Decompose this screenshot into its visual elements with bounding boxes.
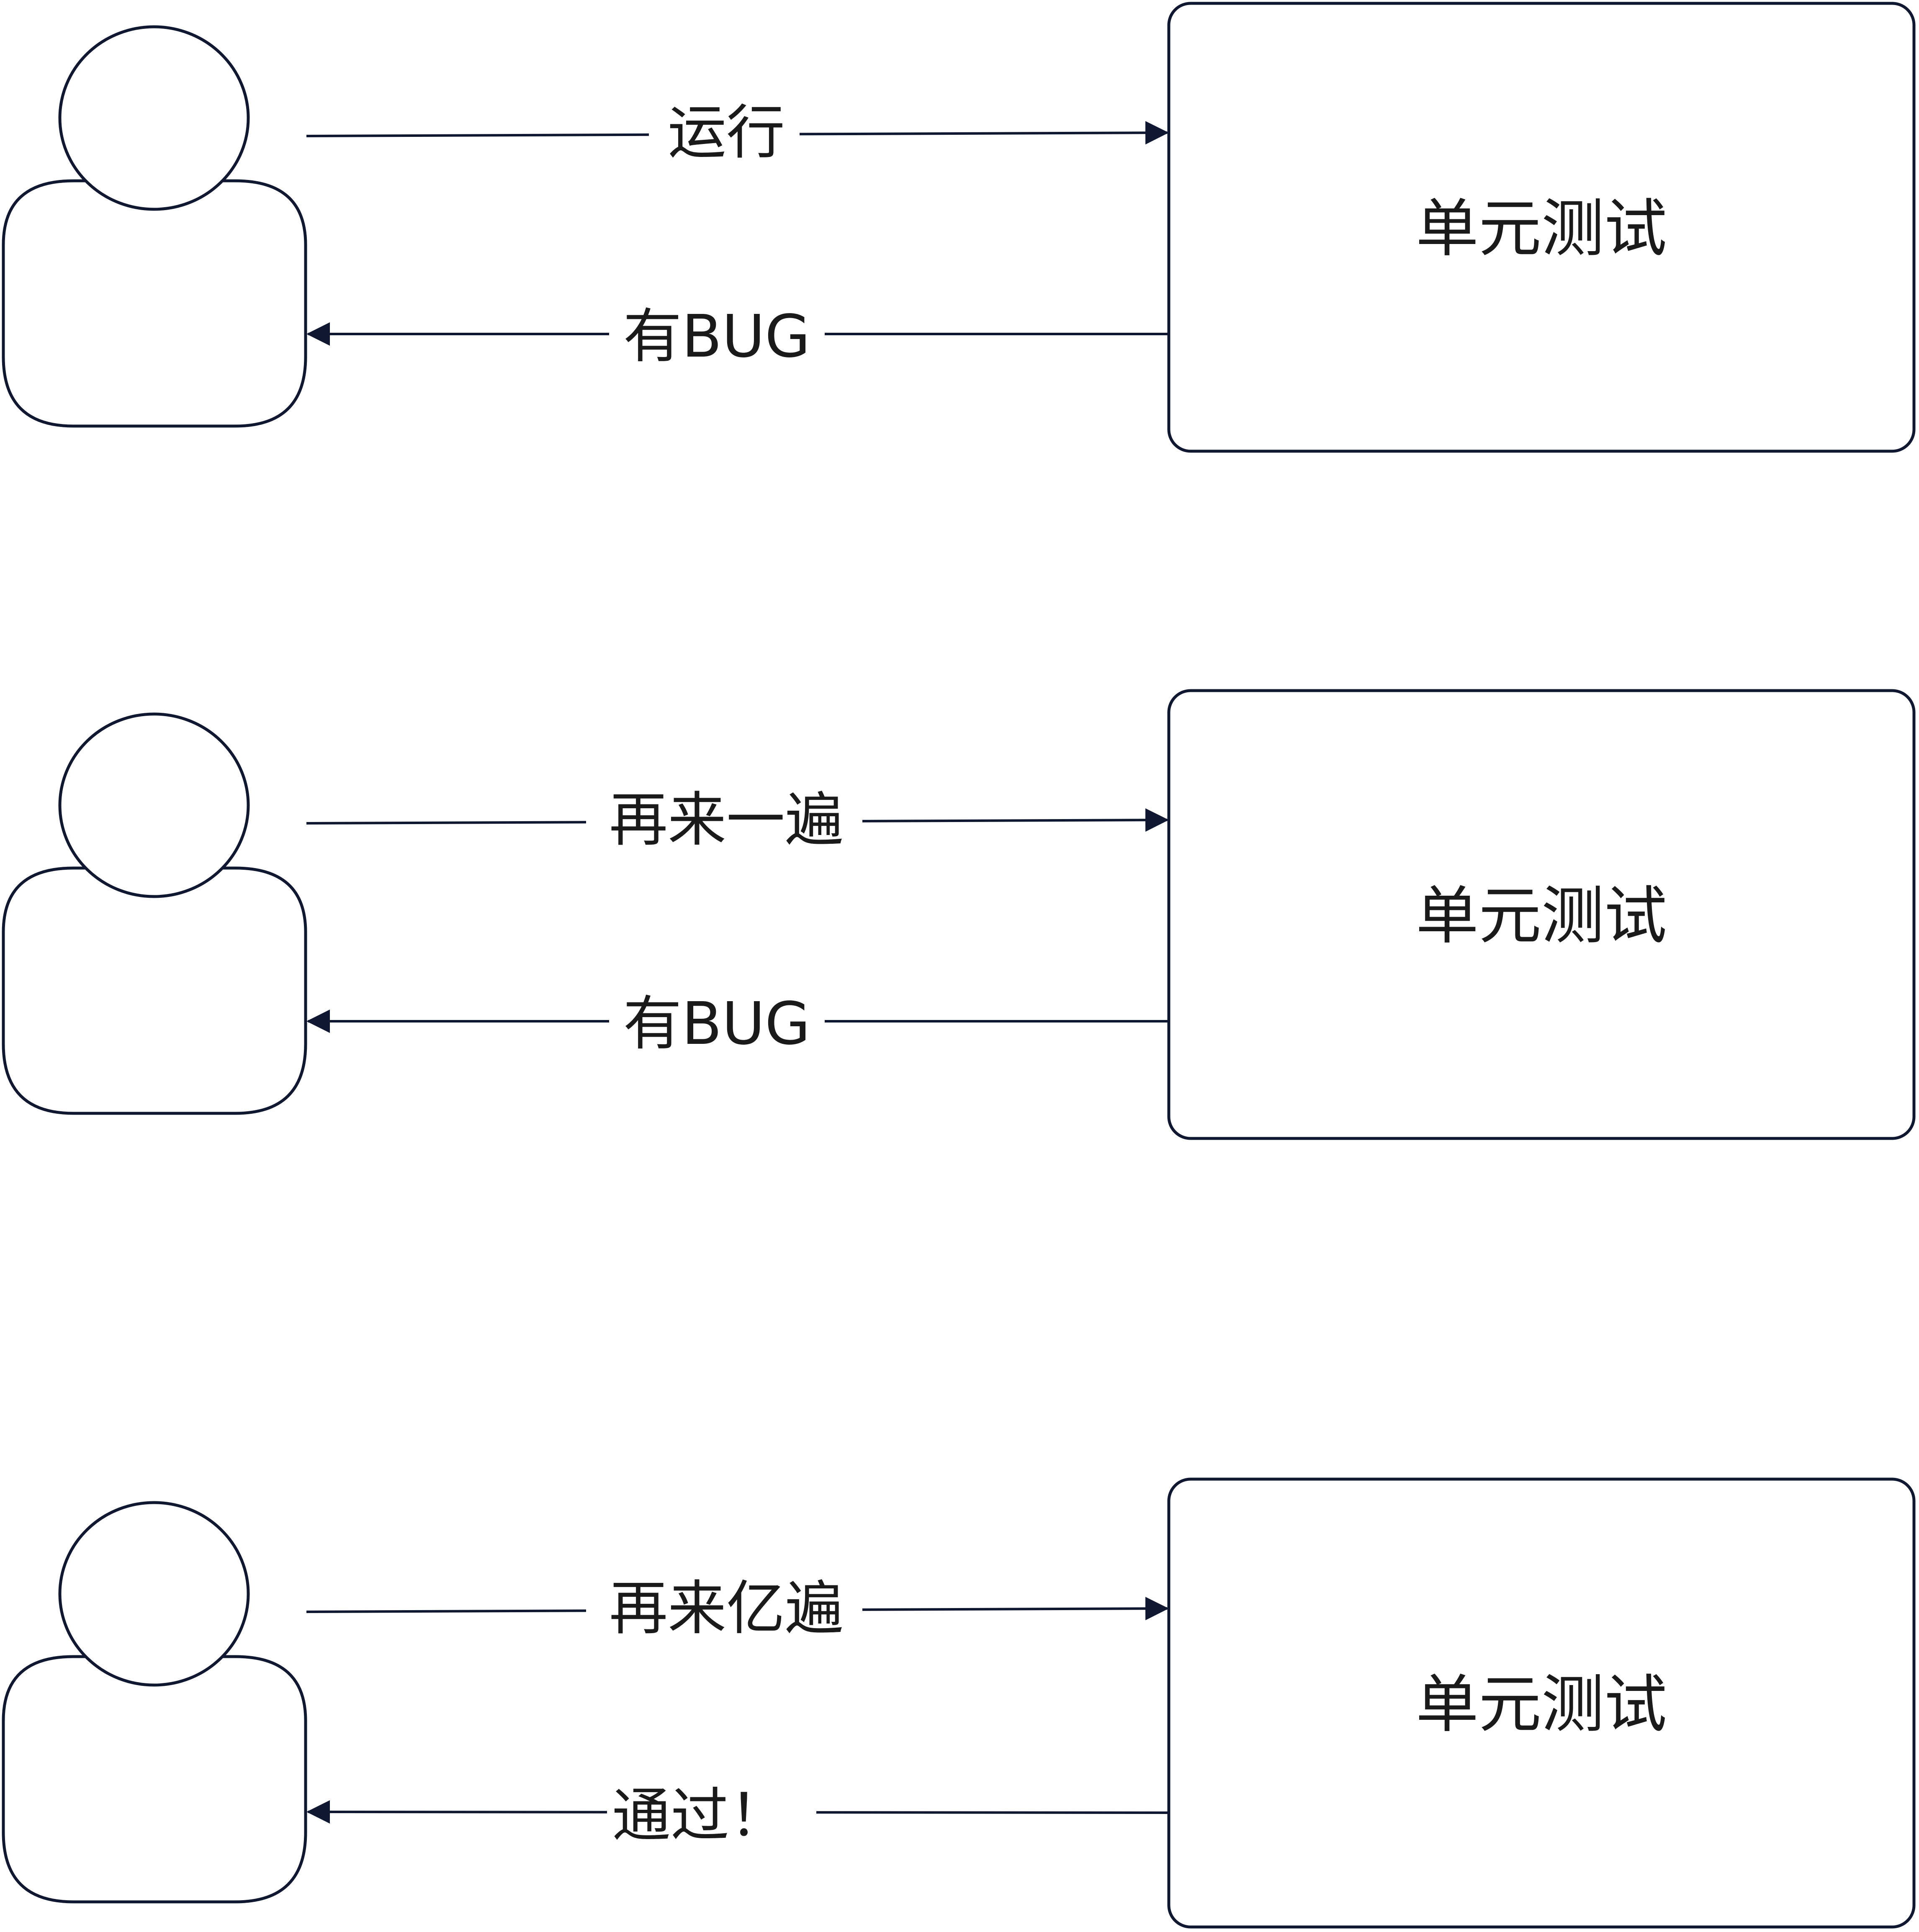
request-label: 再来一遍 bbox=[609, 786, 844, 854]
response-label: 通过！ bbox=[612, 1782, 788, 1850]
person-icon bbox=[2, 1501, 307, 1904]
panel-2: 单元测试 再来一遍 有BUG bbox=[2, 689, 1916, 1140]
request-label: 运行 bbox=[668, 99, 785, 167]
response-label-bg bbox=[609, 293, 825, 373]
response-label-bg bbox=[609, 980, 825, 1060]
request-label-bg bbox=[649, 90, 800, 170]
unit-test-box-label: 单元测试 bbox=[1416, 193, 1667, 265]
person-icon bbox=[2, 25, 307, 428]
panel-3: 单元测试 再来亿遍 通过！ bbox=[2, 1477, 1916, 1929]
unit-test-box[interactable] bbox=[1167, 2, 1916, 453]
unit-test-box[interactable] bbox=[1167, 1477, 1916, 1929]
person-icon bbox=[2, 712, 307, 1115]
response-label-bg bbox=[607, 1771, 816, 1850]
unit-test-box-label: 单元测试 bbox=[1416, 880, 1667, 953]
response-label: 有BUG bbox=[623, 990, 810, 1058]
request-label-bg bbox=[586, 777, 862, 857]
request-label: 再来亿遍 bbox=[609, 1575, 844, 1643]
response-label: 有BUG bbox=[623, 303, 810, 371]
request-label-bg bbox=[586, 1566, 862, 1645]
unit-test-box[interactable] bbox=[1167, 689, 1916, 1140]
unit-test-box-label: 单元测试 bbox=[1416, 1668, 1667, 1741]
panel-1: 单元测试 运行 有BUG bbox=[2, 2, 1916, 453]
